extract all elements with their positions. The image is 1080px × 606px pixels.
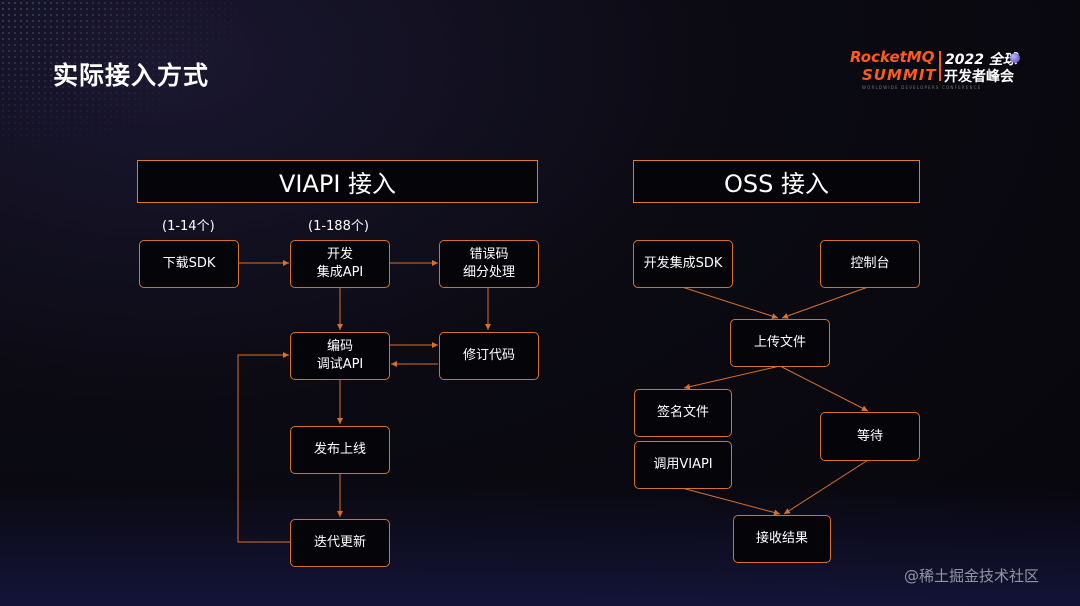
- node-upload: 上传文件: [730, 319, 830, 367]
- planet-icon: [1010, 53, 1020, 63]
- edge-upload-to-wait: [779, 365, 869, 412]
- node-code-debug: 编码调试API: [290, 332, 390, 380]
- node-develop-api: 开发集成API: [290, 240, 390, 288]
- node-code-line1: 编码: [326, 339, 353, 354]
- logo-line2: SUMMIT: [862, 66, 937, 84]
- slide-title: 实际接入方式: [53, 61, 210, 90]
- logo-line1: RocketMQ: [850, 48, 935, 66]
- node-develop-line2: 集成API: [316, 265, 364, 280]
- edge-iterate-to-code: [237, 352, 290, 543]
- sdk-count-label: (1-14个): [162, 219, 215, 234]
- edge-upload-to-sign: [683, 365, 781, 390]
- node-develop-line1: 开发: [326, 247, 353, 262]
- edge-wait-to-receive: [783, 459, 869, 515]
- dot-pattern-decoration: [0, 0, 260, 160]
- edge-sdk-to-upload: [681, 286, 779, 320]
- logo-year: 2022 全球: [945, 52, 1017, 68]
- watermark: @稀土掘金技术社区: [904, 567, 1040, 585]
- node-fix-code: 修订代码: [439, 332, 539, 380]
- bottom-glow-decoration: [0, 486, 1080, 606]
- node-error-line1: 错误码: [469, 247, 509, 262]
- edge-console-to-upload: [781, 286, 869, 319]
- node-error-line2: 细分处理: [462, 265, 515, 280]
- oss-header: OSS 接入: [633, 160, 920, 203]
- node-sign: 签名文件: [634, 389, 732, 437]
- node-call-viapi: 调用VIAPI: [634, 441, 732, 489]
- node-receive: 接收结果: [733, 515, 831, 563]
- rocketmq-summit-logo: RocketMQ SUMMIT 2022 全球 开发者峰会 WORLDWIDE …: [850, 48, 1025, 93]
- logo-separator: [939, 51, 941, 81]
- node-console: 控制台: [820, 240, 920, 288]
- api-count-label: (1-188个): [308, 219, 369, 234]
- node-code-line2: 调试API: [316, 357, 364, 372]
- logo-tagline: WORLDWIDE DEVELOPERS CONFERENCE: [862, 85, 982, 90]
- node-error-code: 错误码细分处理: [439, 240, 539, 288]
- viapi-header: VIAPI 接入: [137, 160, 538, 203]
- node-oss-sdk: 开发集成SDK: [633, 240, 733, 288]
- logo-conference: 开发者峰会: [944, 69, 1014, 85]
- node-wait: 等待: [820, 412, 920, 461]
- node-iterate: 迭代更新: [290, 519, 390, 567]
- node-release: 发布上线: [290, 426, 390, 474]
- node-download-sdk: 下载SDK: [139, 240, 239, 288]
- edge-call-to-receive: [681, 487, 781, 516]
